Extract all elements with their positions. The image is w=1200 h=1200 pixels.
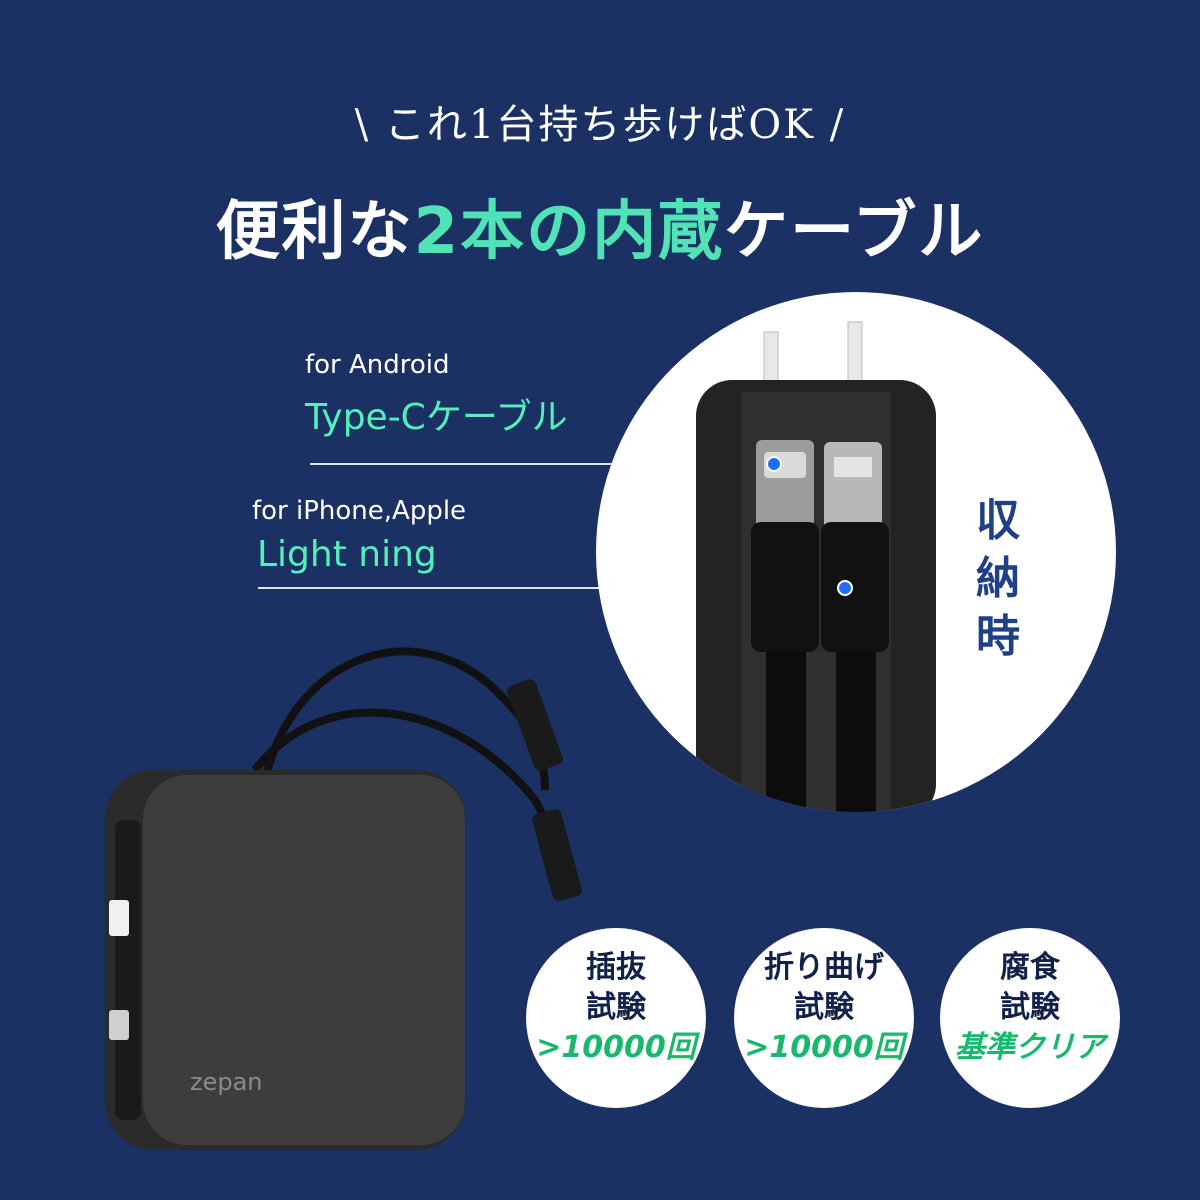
badge-line1: 折り曲げ: [764, 950, 884, 985]
brand-logo: zepan: [190, 1068, 263, 1096]
badge-line1: 腐食: [1000, 950, 1060, 985]
headline-accent: 2本の内蔵: [413, 195, 725, 269]
badge-line2: 試験: [794, 990, 854, 1025]
corrosion-test-badge: 腐食 試験 基準クリア: [940, 928, 1120, 1108]
lightning-leader-line: [258, 587, 843, 589]
typec-cable-label: Type-Cケーブル: [305, 397, 568, 438]
power-bank-illustration: zepan: [105, 647, 582, 1150]
insertion-test-badge: 插抜 試験 >10000回: [526, 928, 706, 1108]
subtitle: \ これ1台持ち歩けばOK /: [354, 102, 846, 148]
typec-leader-line: [310, 463, 772, 465]
iphone-label: for iPhone,Apple: [252, 496, 467, 526]
stored-cables-zoom: [596, 292, 1116, 812]
badge-result: >10000回: [536, 1030, 696, 1065]
headline-part1: 便利な: [215, 195, 414, 269]
typec-marker: [766, 456, 782, 472]
headline: 便利な2本の内蔵ケーブル: [0, 180, 1200, 272]
lightning-cable-label: Light ning: [257, 534, 437, 575]
badge-line2: 試験: [1000, 990, 1060, 1025]
headline-part2: ケーブル: [724, 195, 985, 269]
badge-line2: 試験: [586, 990, 646, 1025]
bend-test-badge: 折り曲げ 試験 >10000回: [734, 928, 914, 1108]
badge-result: 基準クリア: [955, 1030, 1105, 1065]
android-label: for Android: [305, 350, 450, 380]
badge-line1: 插抜: [586, 950, 646, 985]
lightning-marker: [837, 580, 853, 596]
stored-label: 収納時: [976, 495, 1020, 662]
badge-result: >10000回: [744, 1030, 904, 1065]
stored-cables-illustration: [696, 321, 936, 812]
